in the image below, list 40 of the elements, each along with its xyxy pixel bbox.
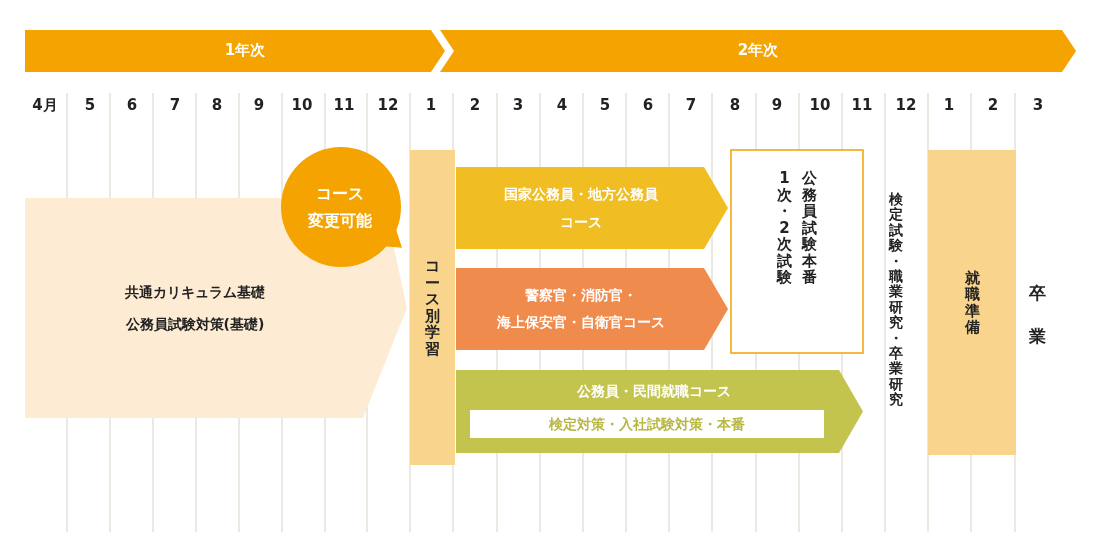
node-text: 検定対策・入社試験対策・本番 bbox=[549, 414, 745, 434]
month-label: 5 bbox=[83, 96, 97, 114]
node-text: 2年次 bbox=[737, 41, 779, 61]
node-text: 国家公務員・地方公務員コース bbox=[503, 185, 659, 232]
node-text: 変更可能 bbox=[308, 210, 372, 232]
month-label: 11 bbox=[850, 96, 874, 114]
month-label: 2 bbox=[986, 96, 1000, 114]
node-text: 公務員試験本番 bbox=[802, 170, 817, 286]
month-label: 7 bbox=[168, 96, 182, 114]
node-text: コース別学習 bbox=[425, 258, 440, 357]
month-label: 4 bbox=[555, 96, 569, 114]
month-label: 8 bbox=[210, 96, 224, 114]
node-text: 警察官・消防官・海上保安官・自衛官コース bbox=[496, 286, 666, 332]
month-label: 10 bbox=[808, 96, 832, 114]
month-label: 11 bbox=[332, 96, 356, 114]
node-text: 1次・2次試験 bbox=[777, 170, 792, 286]
month-label: 12 bbox=[894, 96, 918, 114]
month-label: 9 bbox=[770, 96, 784, 114]
month-label: 3 bbox=[511, 96, 525, 114]
month-label: 3 bbox=[1031, 96, 1045, 114]
graduation-label: 卒業 bbox=[1029, 282, 1046, 348]
node-text: 就職準備 bbox=[964, 269, 980, 336]
month-label: 8 bbox=[728, 96, 742, 114]
phase-label: 検定試験・職業研究・卒業研究 bbox=[889, 192, 903, 408]
node-text: 共通カリキュラム基礎 bbox=[125, 282, 265, 301]
month-label: 12 bbox=[376, 96, 400, 114]
month-label: 1 bbox=[424, 96, 438, 114]
month-label: 2 bbox=[468, 96, 482, 114]
node-text: コース bbox=[316, 182, 364, 205]
node-text: 公務員試験対策(基礎) bbox=[125, 315, 265, 334]
month-label: 10 bbox=[290, 96, 314, 114]
month-label: 6 bbox=[125, 96, 139, 114]
month-label: 4月 bbox=[31, 96, 59, 115]
node-text: 公務員・民間就職コース bbox=[576, 381, 731, 401]
month-label: 7 bbox=[684, 96, 698, 114]
node-text: 1年次 bbox=[224, 41, 266, 61]
month-label: 1 bbox=[942, 96, 956, 114]
month-label: 5 bbox=[598, 96, 612, 114]
month-label: 9 bbox=[252, 96, 266, 114]
month-label: 6 bbox=[641, 96, 655, 114]
